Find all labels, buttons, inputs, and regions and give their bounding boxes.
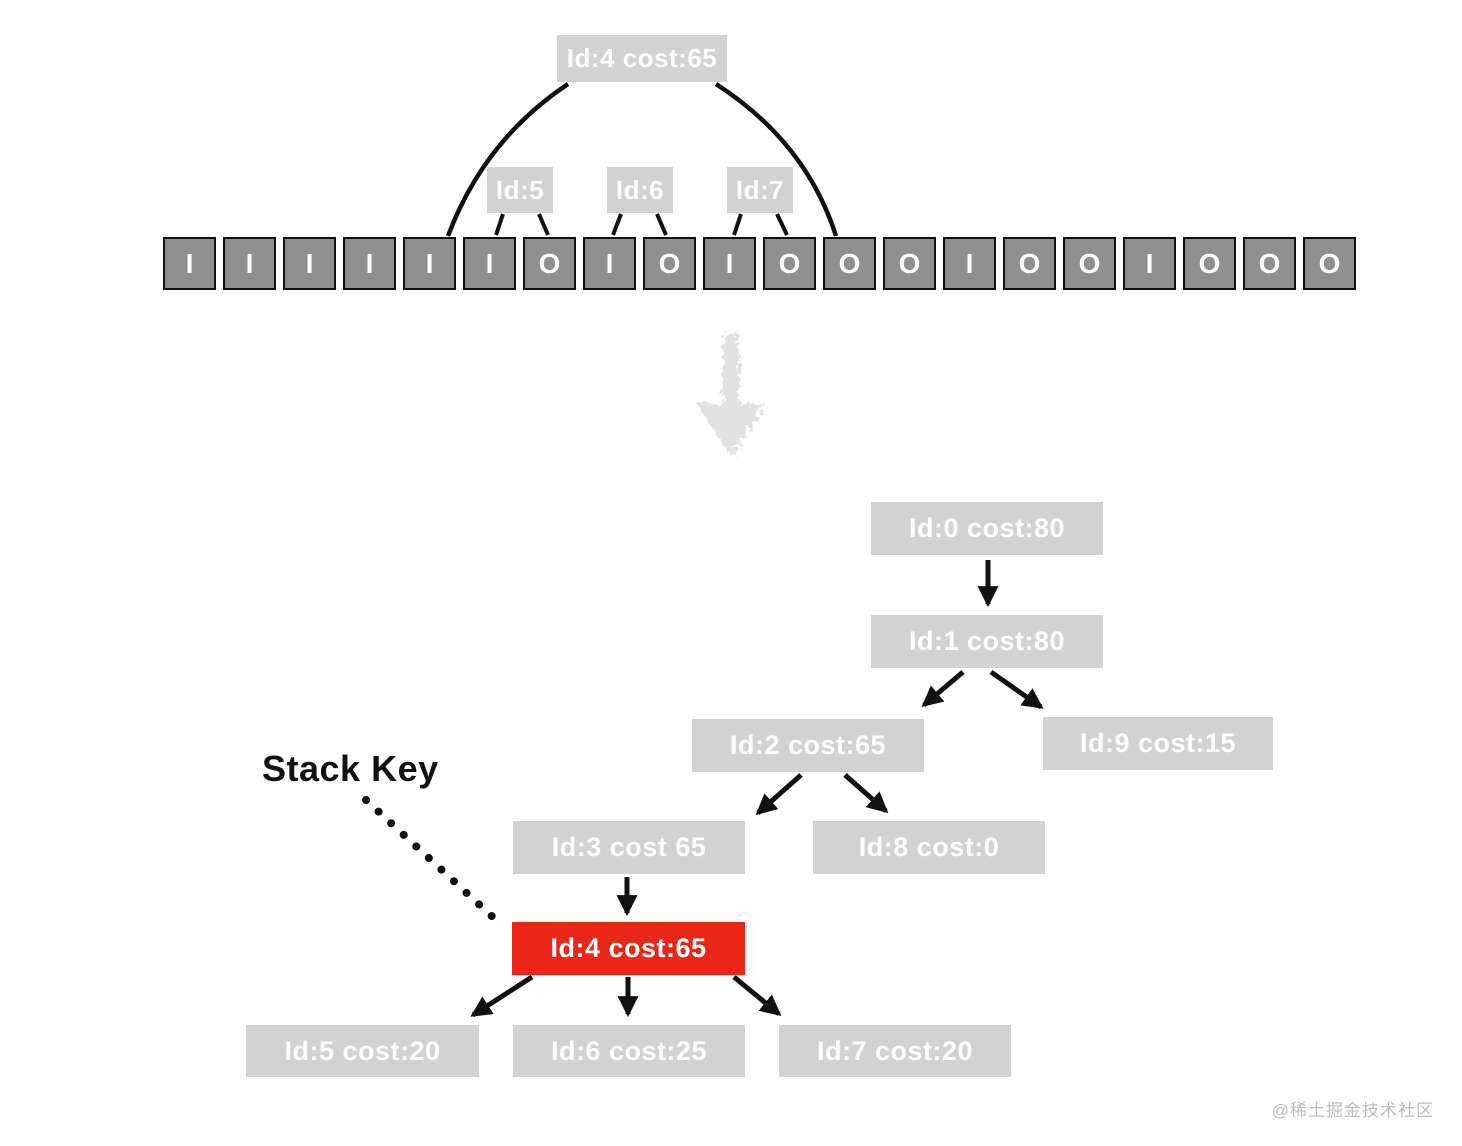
bracket-cell: I xyxy=(583,237,636,290)
child-span-label-id5: Id:5 xyxy=(487,167,553,213)
tree-node-id3: Id:3 cost 65 xyxy=(513,821,745,874)
bracket-cell: I xyxy=(283,237,336,290)
child-span-label-id7: Id:7 xyxy=(727,167,793,213)
bracket-cell: O xyxy=(643,237,696,290)
tree-node-id9: Id:9 cost:15 xyxy=(1043,717,1273,770)
child-span-label-id6: Id:6 xyxy=(607,167,673,213)
bracket-cell: O xyxy=(1003,237,1056,290)
tree-node-id1: Id:1 cost:80 xyxy=(871,615,1103,668)
tree-node-id4: Id:4 cost:65 xyxy=(512,922,745,975)
stack-key-label: Stack Key xyxy=(262,748,439,789)
stack-key-dotted-pointer xyxy=(362,796,501,925)
bracket-cell: I xyxy=(703,237,756,290)
bracket-cell: O xyxy=(823,237,876,290)
bracket-cell: I xyxy=(343,237,396,290)
root-span-label: Id:4 cost:65 xyxy=(557,35,727,82)
tree-node-id5: Id:5 cost:20 xyxy=(246,1025,479,1077)
bracket-cell: O xyxy=(523,237,576,290)
tree-node-id2: Id:2 cost:65 xyxy=(692,719,924,772)
down-arrow-icon xyxy=(697,334,766,457)
bracket-cell: I xyxy=(403,237,456,290)
bracket-cell: O xyxy=(1063,237,1116,290)
bracket-cell: I xyxy=(463,237,516,290)
bracket-cell: O xyxy=(883,237,936,290)
watermark-text: @稀土掘金技术社区 xyxy=(1271,1101,1434,1120)
bracket-cell: I xyxy=(943,237,996,290)
bracket-cell: I xyxy=(223,237,276,290)
tree-edges xyxy=(470,560,1044,1018)
bracket-cell: I xyxy=(1123,237,1176,290)
bracket-cell: O xyxy=(1303,237,1356,290)
tree-node-id8: Id:8 cost:0 xyxy=(813,821,1045,874)
bracket-cell: I xyxy=(163,237,216,290)
child-label-legs xyxy=(494,213,789,236)
tree-node-id0: Id:0 cost:80 xyxy=(871,502,1103,555)
tree-node-id7: Id:7 cost:20 xyxy=(779,1025,1011,1077)
bracket-cell: O xyxy=(1183,237,1236,290)
bracket-cell: O xyxy=(763,237,816,290)
bracket-cell: O xyxy=(1243,237,1296,290)
tree-node-id6: Id:6 cost:25 xyxy=(513,1025,745,1077)
root-span-curves xyxy=(445,82,839,237)
